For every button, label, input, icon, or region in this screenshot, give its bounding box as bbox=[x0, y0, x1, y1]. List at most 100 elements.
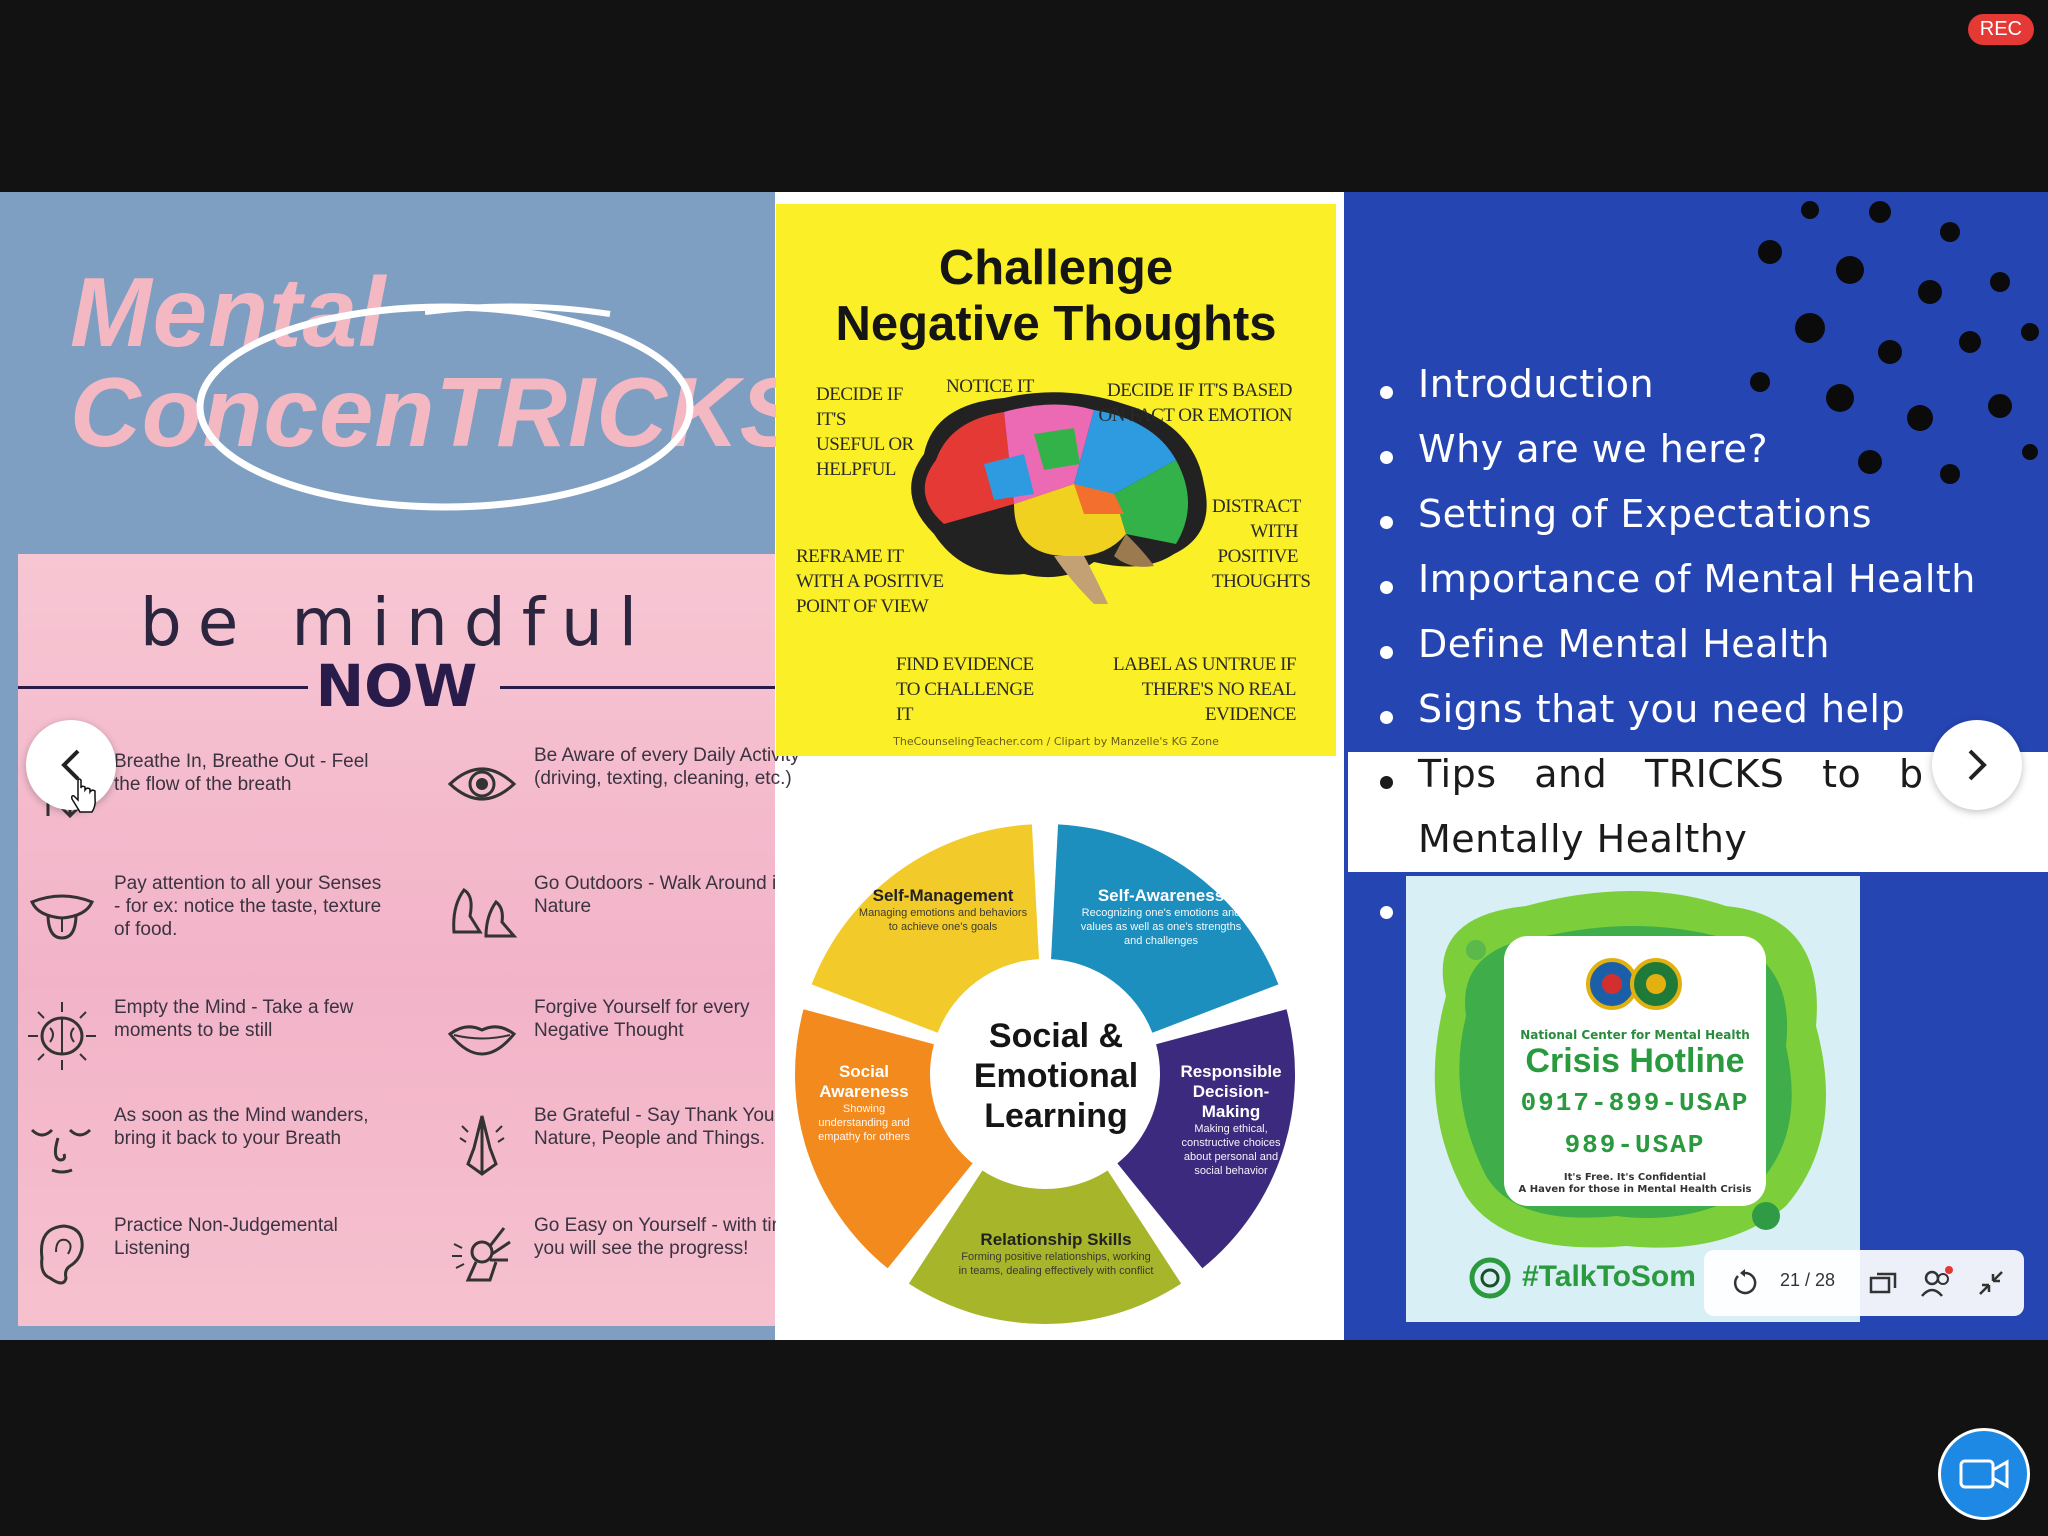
presentation-slide: Mental ConcenTRICKS be mindful NOW Breat… bbox=[0, 192, 2048, 1340]
mindful-tip: Forgive Yourself for every Negative Thou… bbox=[438, 996, 818, 1106]
segment-label-self-awareness: Self-Awareness Recognizing one's emotion… bbox=[1080, 886, 1242, 947]
image-credit: TheCounselingTeacher.com / Clipart by Ma… bbox=[893, 735, 1219, 748]
agenda-item-text: Introduction bbox=[1418, 362, 1655, 406]
minimize-icon bbox=[1979, 1271, 2003, 1295]
camera-button[interactable] bbox=[1938, 1428, 2030, 1520]
next-slide-button[interactable] bbox=[1932, 720, 2022, 810]
challenge-heading: Challenge Negative Thoughts bbox=[776, 240, 1336, 352]
tip-text: Breathe In, Breathe Out - Feel the flow … bbox=[114, 751, 369, 795]
sel-center-line-1: Social & bbox=[988, 1017, 1124, 1055]
window-switch-icon bbox=[1869, 1272, 1897, 1294]
label-decide-useful: DECIDE IF IT'S USEFUL OR HELPFUL bbox=[816, 384, 914, 480]
wheel-segment bbox=[811, 824, 1039, 1033]
now-heading: NOW bbox=[315, 652, 478, 720]
sel-center-line-3: Learning bbox=[984, 1097, 1128, 1135]
agenda-item-text: Tips and TRICKS to b bbox=[1418, 752, 1924, 796]
brain-icon bbox=[28, 1002, 96, 1070]
bullet bbox=[1380, 516, 1393, 529]
tip-text: Be Aware of every Daily Activity (drivin… bbox=[534, 745, 800, 789]
challenge-heading-line-2: Negative Thoughts bbox=[835, 297, 1277, 351]
now-row: NOW bbox=[18, 652, 775, 722]
footprints-icon bbox=[452, 888, 518, 938]
wheel-segment bbox=[1051, 824, 1279, 1033]
hotline-number-2: 989-USAP bbox=[1564, 1130, 1706, 1160]
hotline-footer: It's Free. It's Confidential A Haven for… bbox=[1504, 1172, 1766, 1196]
mindful-tip: Empty the Mind - Take a few moments to b… bbox=[18, 996, 398, 1106]
exit-fullscreen-button[interactable] bbox=[1972, 1264, 2010, 1302]
label-find-evidence: FIND EVIDENCE TO CHALLENGE IT bbox=[896, 654, 1034, 725]
mindful-tip: Go Outdoors - Walk Around in Nature bbox=[438, 872, 818, 982]
bullet bbox=[1380, 451, 1393, 464]
page-indicator: 21 / 28 bbox=[1780, 1270, 1836, 1290]
now-divider-left bbox=[18, 686, 308, 689]
mindful-tip: As soon as the Mind wanders, bring it ba… bbox=[18, 1104, 398, 1214]
praying-hands-icon bbox=[459, 1115, 505, 1176]
mindful-tip: Be Grateful - Say Thank You to Nature, P… bbox=[438, 1104, 818, 1214]
label-reframe: REFRAME IT WITH A POSITIVE POINT OF VIEW bbox=[796, 546, 944, 617]
closed-eyes-face-icon bbox=[30, 1128, 92, 1174]
bullet bbox=[1380, 906, 1393, 919]
tip-text: Practice Non-Judgemental Listening bbox=[114, 1215, 338, 1259]
tip-text: Empty the Mind - Take a few moments to b… bbox=[114, 997, 354, 1041]
agenda-item-text: Importance of Mental Health bbox=[1418, 557, 1976, 601]
agenda-item-text: Signs that you need help bbox=[1418, 687, 1906, 731]
restart-icon bbox=[1733, 1269, 1757, 1295]
switch-view-button[interactable] bbox=[1864, 1264, 1902, 1302]
decorative-dots bbox=[1750, 201, 2039, 484]
previous-slide-button[interactable] bbox=[26, 720, 116, 810]
slide-title: Mental ConcenTRICKS bbox=[70, 262, 806, 462]
segment-label-self-management: Self-Management Managing emotions and be… bbox=[858, 886, 1028, 933]
mindful-tip: Pay attention to all your Senses - for e… bbox=[18, 872, 398, 982]
sel-center-line-2: Emotional bbox=[973, 1057, 1139, 1095]
sel-center-title: Social & Emotional Learning bbox=[946, 1016, 1166, 1136]
hotline-organization: National Center for Mental Health bbox=[1520, 1028, 1750, 1042]
sel-wheel bbox=[795, 824, 1295, 1324]
video-camera-icon bbox=[1959, 1459, 2009, 1489]
wheel-segment bbox=[795, 1009, 973, 1269]
ncmh-logo-icon bbox=[1469, 1257, 1511, 1299]
chevron-left-icon bbox=[61, 749, 80, 781]
mindful-tip: Go Easy on Yourself - with time, you wil… bbox=[438, 1214, 818, 1324]
ear-icon bbox=[39, 1224, 84, 1285]
agenda-item-text: Why are we here? bbox=[1418, 427, 1769, 471]
bullet bbox=[1380, 581, 1393, 594]
segment-label-social-awareness: Social Awareness Showing understanding a… bbox=[818, 1062, 910, 1143]
presentation-controls: 21 / 28 bbox=[1704, 1250, 2024, 1316]
sel-wheel-card: Self-Management Managing emotions and be… bbox=[776, 800, 1344, 1340]
wheel-center bbox=[934, 963, 1156, 1185]
bullet bbox=[1380, 386, 1393, 399]
hotline-footer-line-2: A Haven for those in Mental Health Crisi… bbox=[1518, 1184, 1752, 1195]
eye-icon bbox=[447, 767, 517, 801]
tip-text: As soon as the Mind wanders, bring it ba… bbox=[114, 1105, 369, 1149]
tip-text: Be Grateful - Say Thank You to Nature, P… bbox=[534, 1105, 796, 1149]
hotline-footer-line-1: It's Free. It's Confidential bbox=[1563, 1172, 1707, 1183]
title-oval-doodle bbox=[196, 303, 694, 511]
lips-icon bbox=[447, 1025, 517, 1056]
be-mindful-heading: be mindful bbox=[139, 584, 654, 661]
mouse-pointer-hand-icon bbox=[71, 778, 96, 813]
crisis-hotline-card: National Center for Mental Health Crisis… bbox=[1406, 876, 1860, 1322]
participants-button[interactable] bbox=[1918, 1264, 1956, 1302]
government-seal-icon bbox=[1586, 958, 1682, 1010]
label-untrue: LABEL AS UNTRUE IF THERE'S NO REAL EVIDE… bbox=[1113, 654, 1296, 725]
wheel-segment bbox=[1117, 1009, 1295, 1269]
label-distract: DISTRACT WITH POSITIVE THOUGHTS bbox=[1212, 496, 1311, 592]
wheel-segment bbox=[908, 1170, 1182, 1324]
restart-button[interactable] bbox=[1726, 1264, 1764, 1302]
label-notice-it: NOTICE IT bbox=[946, 376, 1034, 397]
tip-text: Go Easy on Yourself - with time, you wil… bbox=[534, 1215, 804, 1259]
title-line-1: Mental bbox=[70, 257, 387, 367]
highlighted-agenda-strip bbox=[1348, 752, 2048, 872]
challenge-heading-line-1: Challenge bbox=[938, 241, 1174, 295]
tongue-icon bbox=[30, 894, 94, 940]
chevron-right-icon bbox=[1968, 749, 1987, 781]
tip-text: Go Outdoors - Walk Around in Nature bbox=[534, 873, 787, 917]
bullet bbox=[1380, 646, 1393, 659]
tip-text: Pay attention to all your Senses - for e… bbox=[114, 873, 382, 940]
mindful-tip: Be Aware of every Daily Activity (drivin… bbox=[438, 744, 818, 854]
ok-hand-icon bbox=[452, 1227, 511, 1282]
now-divider-right bbox=[500, 686, 775, 689]
tip-text: Forgive Yourself for every Negative Thou… bbox=[534, 997, 750, 1041]
hotline-number-1: 0917-899-USAP bbox=[1520, 1088, 1750, 1118]
brain-illustration bbox=[911, 392, 1207, 604]
